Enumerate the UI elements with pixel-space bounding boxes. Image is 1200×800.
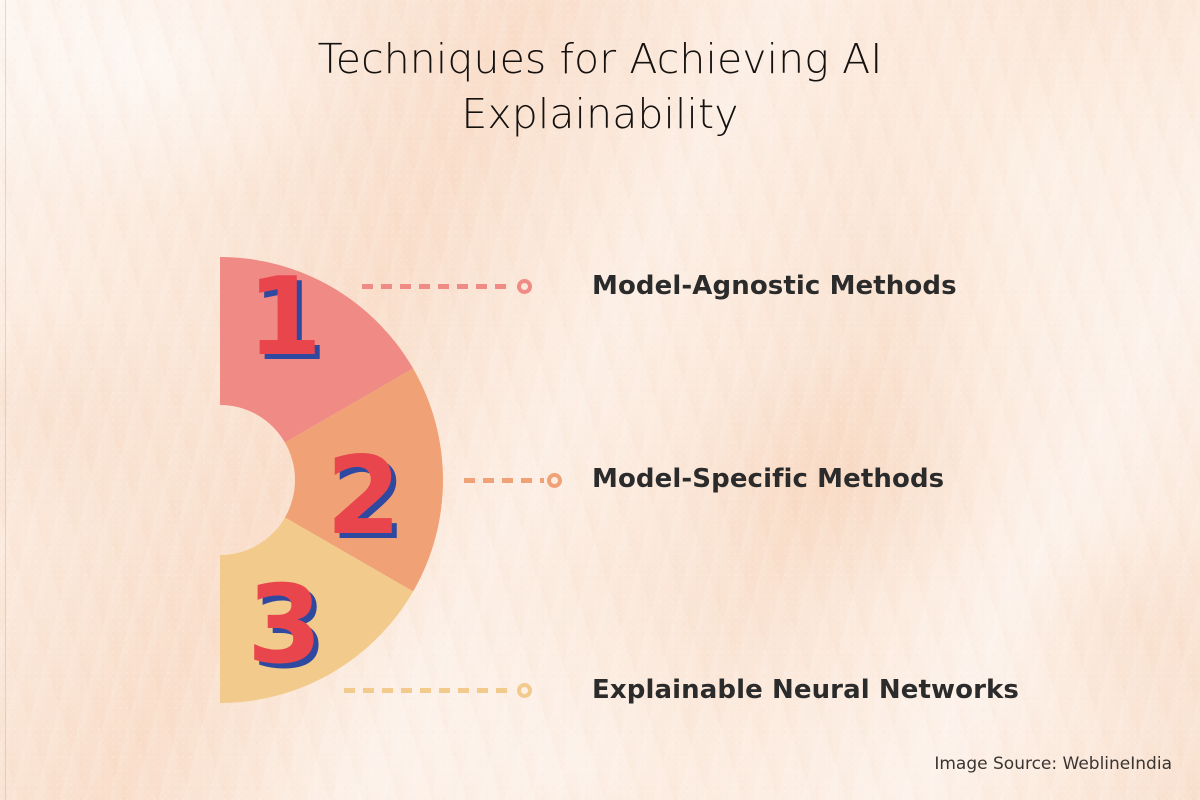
- connector-endpoint-1: [517, 279, 532, 294]
- segment-label-1: Model-Agnostic Methods: [592, 271, 957, 301]
- connector-endpoint-2: [547, 473, 562, 488]
- segment-label-3: Explainable Neural Networks: [592, 675, 1020, 705]
- connector-dash-2: [464, 478, 544, 483]
- donut-segment-2[interactable]: [284, 368, 443, 592]
- left-edge-rule: [5, 0, 6, 800]
- connector-dash-3: [344, 688, 514, 693]
- connector-line-3: [344, 683, 532, 698]
- connector-line-2: [464, 473, 562, 488]
- connector-line-1: [362, 279, 532, 294]
- donut-segment-3[interactable]: [220, 517, 414, 704]
- segment-number-1: 1: [247, 255, 323, 380]
- page-title: Techniques for Achieving AI Explainabili…: [317, 35, 883, 138]
- connector-endpoint-3: [517, 683, 532, 698]
- donut-segment-1[interactable]: [220, 257, 414, 443]
- connector-dash-1: [362, 284, 514, 289]
- segment-label-2: Model-Specific Methods: [592, 464, 945, 494]
- segment-number-2: 2: [326, 434, 402, 559]
- image-source-credit: Image Source: WeblineIndia: [934, 754, 1172, 774]
- segment-number-3: 3: [247, 563, 323, 688]
